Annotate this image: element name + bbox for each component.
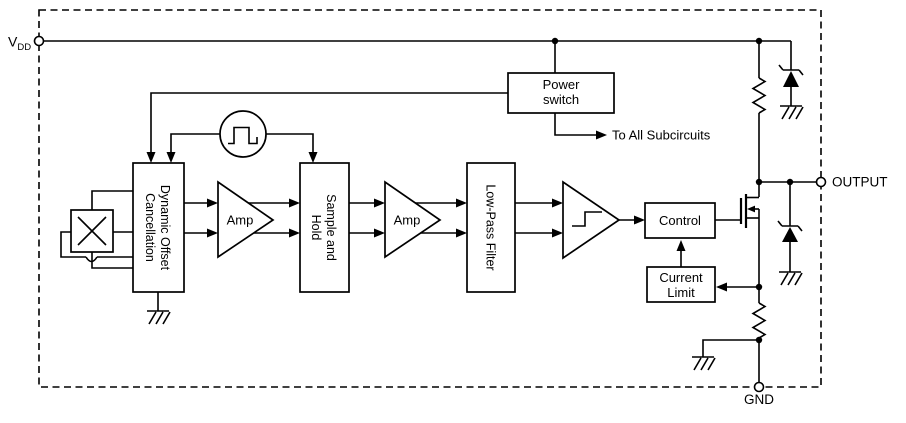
amp1-label: Amp [227,213,254,228]
arrow-lpf-in1 [456,198,467,208]
current-limit-block [646,266,716,303]
zener2-diode-icon [782,227,798,242]
doc-to-amp1-wires [184,202,214,234]
arrow-schmitt-in1 [552,198,563,208]
power-switch-to-doc-wire [150,92,508,160]
output-label: OUTPUT [832,175,888,190]
ground-icon-doc [146,310,171,325]
square-wave-icon [228,126,258,145]
ground-icon-left [691,356,716,371]
arrow-sh-in2 [289,228,300,238]
zener2-bar-icon [777,220,803,232]
hall-x-icon [77,216,107,246]
arrow-doc-top2 [166,152,176,163]
zener1-bar-icon [778,64,804,76]
arrow-sh-top [308,152,318,163]
sh-to-amp2-wires [349,202,381,234]
output-terminal [815,176,827,188]
control-block [644,202,716,239]
arrow-amp1-in1 [207,198,218,208]
arrow-amp2-in2 [374,228,385,238]
vdd-terminal [33,35,45,47]
vdd-label: VDD [8,34,31,54]
arrow-schmitt-in2 [552,228,563,238]
schmitt-trigger-triangle [562,180,621,260]
dynamic-offset-block [132,162,185,293]
chip-boundary [38,9,822,388]
hall-bottom-wire [91,252,133,269]
amp2-triangle [384,180,442,259]
osc-to-sh-wire [266,133,314,160]
gnd-terminal [753,381,765,393]
ground-icon-zener2 [778,271,803,286]
arrow-lpf-in2 [456,228,467,238]
gnd-branch-wire [702,339,759,357]
sample-hold-label: Sample andHold [309,194,338,261]
gnd-label: GND [744,392,774,407]
low-pass-filter-label: Low-Pass Filter [484,184,498,270]
arrow-currentlimit-up [676,240,686,251]
mosfet-body-arrow-icon [747,205,755,213]
to-all-subcircuits-label: To All Subcircuits [612,128,711,143]
hysteresis-icon [572,211,602,227]
dynamic-offset-label: Dynamic OffsetCancellation [143,185,172,271]
zener1-diode-icon [783,71,799,87]
arrow-doc-top1 [146,152,156,163]
to-subcircuits-wire [554,113,600,136]
osc-to-doc-wire [170,133,220,160]
resistor-top-icon [751,77,767,114]
lpf-to-schmitt-wires [515,202,559,234]
ground-icon-zener1 [779,105,804,120]
hall-left-wire [60,231,86,258]
power-switch-block [507,72,615,114]
low-pass-filter-block [466,162,516,293]
junction-dots [551,37,794,344]
arrow-subcircuits [596,130,607,140]
amp2-label: Amp [394,213,421,228]
sample-hold-block [299,162,350,293]
oscillator-icon [219,110,267,158]
arrow-sh-in1 [289,198,300,208]
arrow-currentlimit-in [716,282,727,292]
amp1-triangle [217,180,275,259]
control-label: Control [659,213,701,228]
arrow-control-in [634,215,645,225]
arrow-amp1-in2 [207,228,218,238]
hall-top-wire [91,190,133,210]
arrowheads [146,130,727,292]
resistor-bottom-icon [751,302,767,339]
arrow-amp2-in1 [374,198,385,208]
